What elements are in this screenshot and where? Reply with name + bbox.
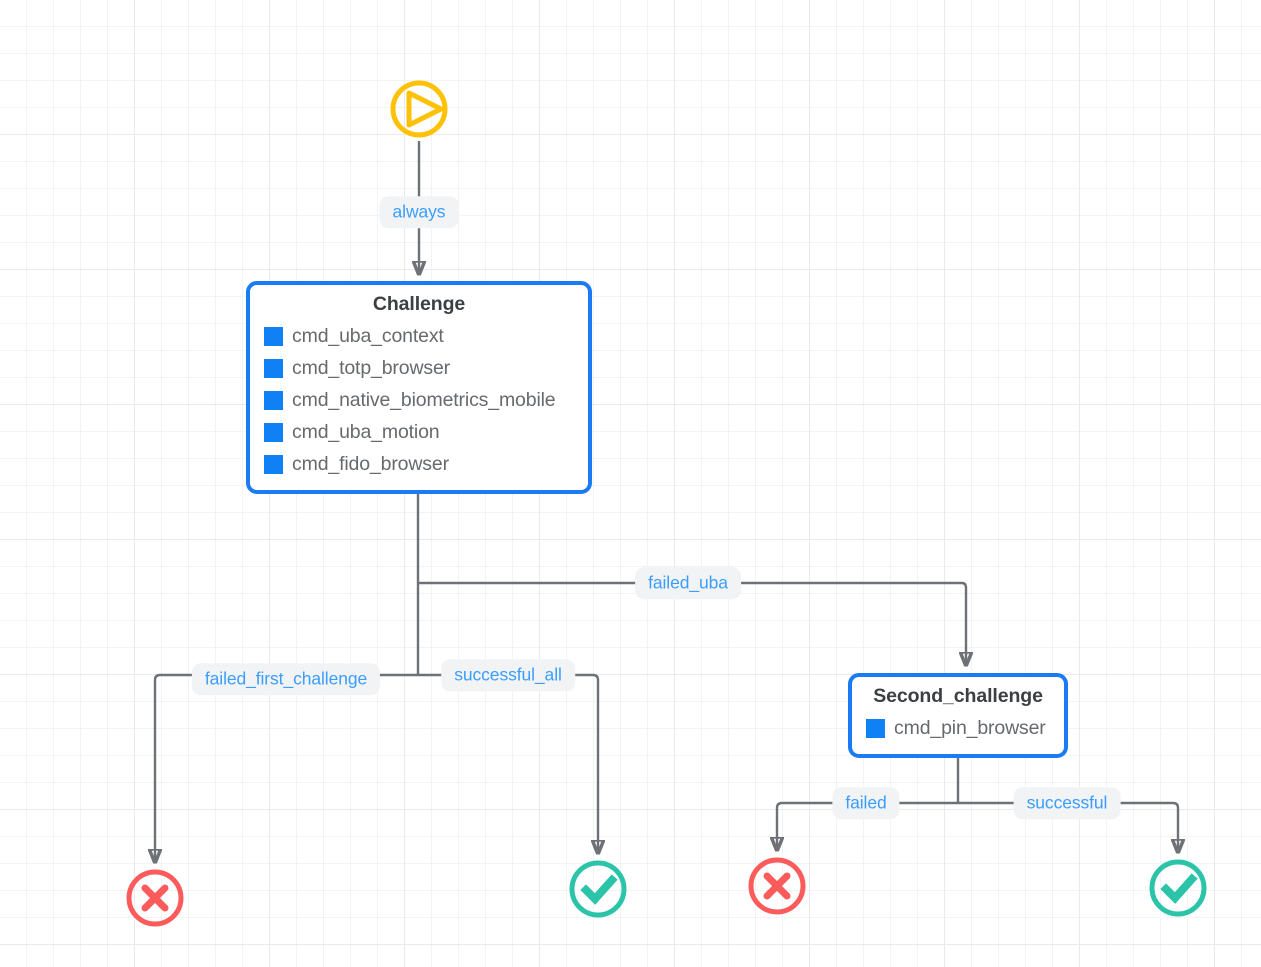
edge-challenge-to-success bbox=[418, 673, 598, 853]
node-title: Challenge bbox=[372, 293, 466, 315]
command-swatch-icon bbox=[264, 326, 283, 346]
edge-label-always[interactable]: always bbox=[379, 196, 459, 228]
node-item[interactable]: cmd_pin_browser bbox=[866, 712, 1050, 744]
node-item[interactable]: cmd_totp_browser bbox=[264, 352, 574, 384]
edge-challenge-to-failure bbox=[155, 673, 418, 862]
node-item-label: cmd_uba_context bbox=[292, 324, 444, 347]
terminal-failure-left[interactable] bbox=[123, 866, 187, 930]
edge-label-failed-uba[interactable]: failed_uba bbox=[635, 567, 741, 599]
check-circle-icon bbox=[569, 860, 627, 918]
node-item-label: cmd_fido_browser bbox=[292, 452, 449, 475]
node-item-label: cmd_native_biometrics_mobile bbox=[292, 388, 556, 411]
edge-label-successful[interactable]: successful bbox=[1013, 787, 1121, 819]
start-node[interactable] bbox=[387, 77, 451, 141]
node-item[interactable]: cmd_fido_browser bbox=[264, 448, 574, 480]
node-item[interactable]: cmd_native_biometrics_mobile bbox=[264, 384, 574, 416]
check-circle-icon bbox=[1149, 859, 1207, 917]
node-title: Second_challenge bbox=[873, 685, 1043, 707]
terminal-success-left[interactable] bbox=[566, 857, 630, 921]
terminal-failure-right[interactable] bbox=[745, 854, 809, 918]
node-item-label: cmd_uba_motion bbox=[292, 420, 440, 443]
x-circle-icon bbox=[748, 857, 806, 915]
edge-label-failed[interactable]: failed bbox=[832, 787, 900, 819]
node-item-label: cmd_totp_browser bbox=[292, 356, 451, 379]
node-item-label: cmd_pin_browser bbox=[894, 716, 1046, 739]
play-circle-icon bbox=[390, 80, 448, 138]
command-swatch-icon bbox=[264, 358, 283, 378]
edge-label-failed-first-challenge[interactable]: failed_first_challenge bbox=[191, 663, 381, 695]
node-item[interactable]: cmd_uba_motion bbox=[264, 416, 574, 448]
command-swatch-icon bbox=[264, 390, 283, 410]
edge-label-successful-all[interactable]: successful_all bbox=[441, 659, 575, 691]
terminal-success-right[interactable] bbox=[1146, 856, 1210, 920]
node-challenge[interactable]: Challenge cmd_uba_context cmd_totp_brows… bbox=[246, 281, 592, 494]
node-second-challenge[interactable]: Second_challenge cmd_pin_browser bbox=[848, 673, 1068, 758]
command-swatch-icon bbox=[264, 454, 283, 474]
command-swatch-icon bbox=[866, 718, 885, 738]
x-circle-icon bbox=[126, 869, 184, 927]
node-item[interactable]: cmd_uba_context bbox=[264, 320, 574, 352]
command-swatch-icon bbox=[264, 422, 283, 442]
